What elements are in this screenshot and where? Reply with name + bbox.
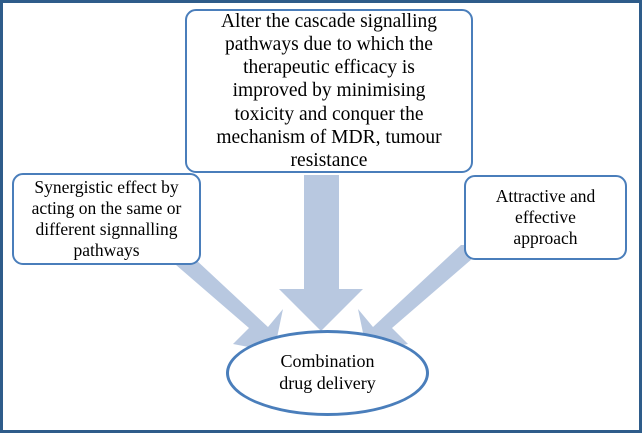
- arrow-from-attractive-approach: [358, 245, 497, 352]
- arrow-from-cascade-signalling: [279, 175, 363, 331]
- synergistic-effect-text: Synergistic effect by acting on the same…: [31, 177, 182, 260]
- combination-drug-delivery-text: Combination drug delivery: [279, 351, 376, 393]
- attractive-effective-text: Attractive and effective approach: [495, 186, 596, 248]
- attractive-effective-box: Attractive and effective approach: [464, 175, 627, 260]
- arrow-from-synergistic-effect: [144, 245, 283, 352]
- alter-cascade-signalling-box: Alter the cascade signalling pathways du…: [185, 9, 473, 173]
- alter-cascade-signalling-text: Alter the cascade signalling pathways du…: [216, 10, 442, 172]
- synergistic-effect-box: Synergistic effect by acting on the same…: [12, 173, 201, 265]
- combination-drug-delivery-node: Combination drug delivery: [226, 330, 429, 416]
